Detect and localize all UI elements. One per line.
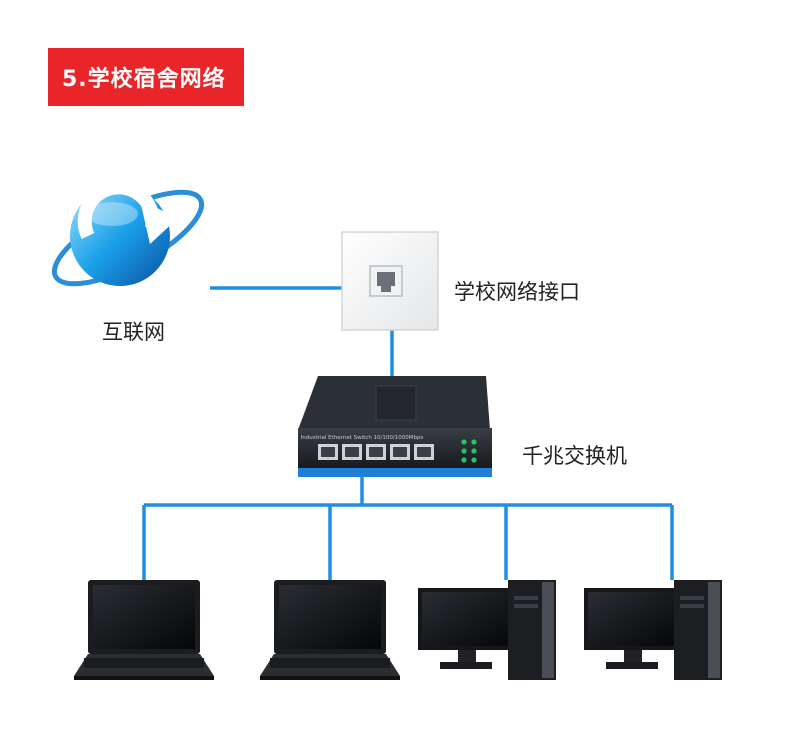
desktop-pc-icon xyxy=(418,580,556,680)
internet-globe-icon xyxy=(51,180,205,287)
section-title: 5.学校宿舍网络 xyxy=(62,67,226,92)
switch-led xyxy=(471,457,477,463)
desktop-pc-icon xyxy=(584,580,722,680)
switch-port xyxy=(390,444,410,460)
wall-port-icon xyxy=(341,231,439,331)
switch-port xyxy=(366,444,386,460)
switch-ports xyxy=(318,444,434,460)
switch-port xyxy=(414,444,434,460)
link-lines xyxy=(142,286,674,580)
end-devices xyxy=(74,580,722,680)
section-title-badge: 5.学校宿舍网络 xyxy=(48,48,244,106)
laptop-icon xyxy=(74,580,214,680)
wall-port-label: 学校网络接口 xyxy=(454,280,580,304)
switch-led xyxy=(461,439,467,445)
switch-port xyxy=(318,444,338,460)
switch-icon: Industrial Ethernet Switch 10/100/1000Mb… xyxy=(298,376,492,477)
switch-leds xyxy=(461,439,477,463)
switch-led xyxy=(461,457,467,463)
internet-label: 互联网 xyxy=(102,320,165,344)
switch-led xyxy=(471,439,477,445)
switch-label: 千兆交换机 xyxy=(522,444,627,468)
switch-led xyxy=(471,448,477,454)
switch-led xyxy=(461,448,467,454)
switch-panel-text: Industrial Ethernet Switch 10/100/1000Mb… xyxy=(301,435,424,441)
switch-port xyxy=(342,444,362,460)
laptop-icon xyxy=(260,580,400,680)
